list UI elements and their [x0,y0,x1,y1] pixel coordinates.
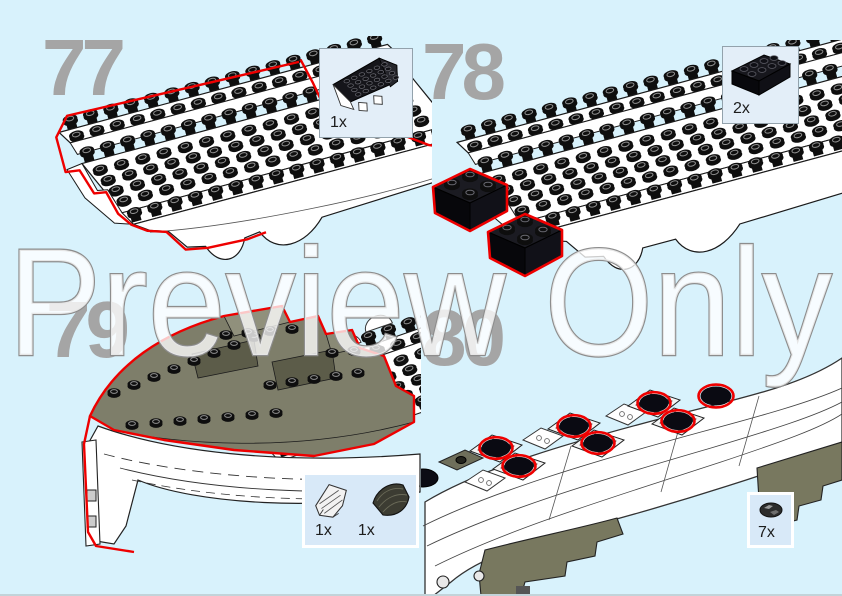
step-78-number: 78 [422,27,506,116]
part-count: 2x [733,100,750,117]
step-79-illustration [81,304,421,554]
new-black-brick-2 [486,212,564,278]
step-79-parts-callout: 1x 1x [302,472,419,548]
dark-olive-hull-wedge-icon [371,483,410,516]
step-80-parts-callout: 7x [747,492,794,548]
step-80-illustration [421,357,842,594]
black-2x4-brick-icon [730,54,791,96]
black-round-tile-icon [759,502,782,518]
step-77-parts-callout: 1x [319,48,413,138]
part-count: 7x [758,524,775,541]
step-79-number: 79 [46,285,130,374]
part-count: 1x [357,522,375,539]
white-hull-bow-icon [314,484,347,518]
olive-hull-wedge [82,304,416,554]
black-stern-plate-icon [332,57,399,112]
step-80-number: 80 [422,293,506,382]
step-78-parts-callout: 2x [722,46,799,124]
step-77-number: 77 [42,23,126,112]
part-count: 1x [330,114,347,131]
new-black-brick-1 [431,167,509,233]
part-count: 1x [315,522,332,539]
round-tiles-highlighted [468,383,735,481]
